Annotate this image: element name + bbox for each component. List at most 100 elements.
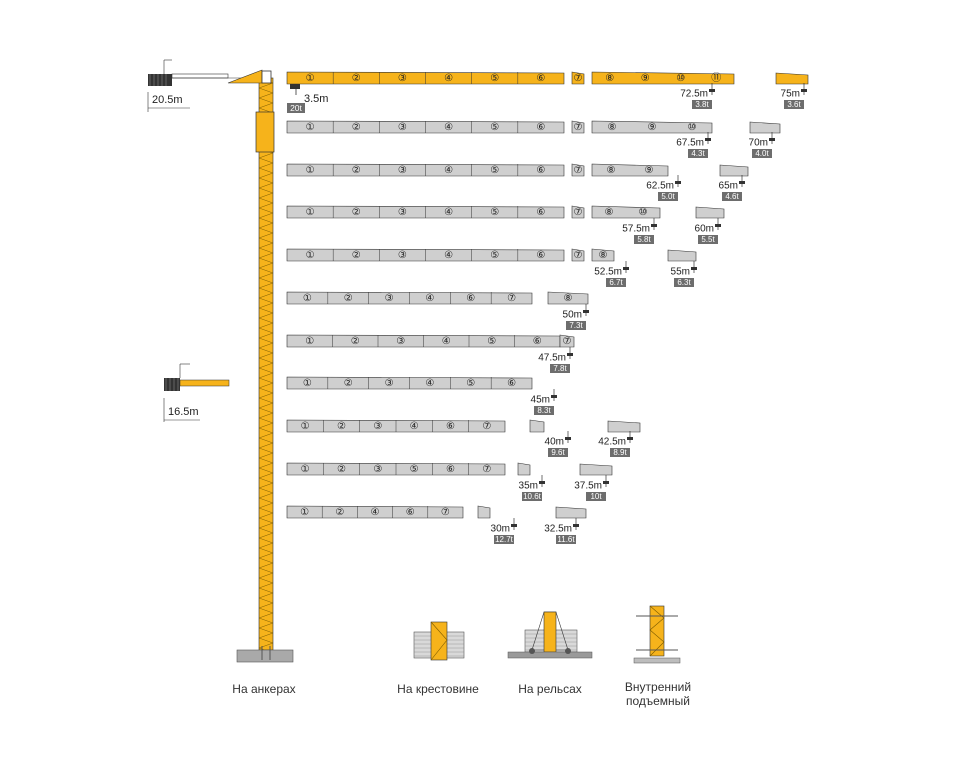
hook-block (769, 138, 775, 141)
hook-block (715, 224, 721, 227)
tip-load-value: 8.9t (613, 448, 627, 457)
tip-radius-label: 47.5m (538, 353, 566, 364)
tip-load-tag (698, 235, 718, 244)
tip-radius-label: 32.5m (544, 524, 572, 535)
jib-segment-number: ③ (398, 165, 407, 176)
base-caption-internal-climbing: Внутренний подъемный (624, 680, 692, 708)
tip-load-tag (586, 492, 606, 501)
jib-extension (591, 163, 669, 177)
counter-jib-chord (171, 73, 229, 79)
tip-load-tag (606, 278, 626, 287)
jib-segment-number: ⑦ (574, 165, 583, 176)
counter-jib-length-low: 16.5m (168, 406, 199, 418)
tip-load-value: 5.5t (701, 235, 715, 244)
tip-load-value: 4.0t (755, 149, 769, 158)
tip-load-tag (610, 448, 630, 457)
jib-segment-number: ⑤ (410, 464, 419, 475)
jib-segment-number: ④ (444, 207, 453, 218)
jib-extension (571, 71, 585, 85)
tip-load-tag (688, 149, 708, 158)
hook-block (705, 138, 711, 141)
tip-load-value: 5.0t (661, 192, 675, 201)
jib-segment-number: ⑦ (482, 464, 491, 475)
jib-extension (571, 205, 585, 219)
tip-load-value: 3.8t (695, 100, 709, 109)
jib-segment-number: ④ (444, 165, 453, 176)
jib-segment-number: ⑦ (507, 293, 516, 304)
tip-radius-label: 42.5m (598, 437, 626, 448)
tip-load-tag (556, 535, 576, 544)
jib-tip-piece (749, 121, 781, 134)
jib-extension (571, 248, 585, 262)
tip-load-value: 5.8t (637, 235, 651, 244)
tip-radius-label: 62.5m (646, 181, 674, 192)
hook-block (539, 481, 545, 484)
hook-block (651, 224, 657, 227)
tip-radius-label: 40m (545, 437, 564, 448)
jib-segment-number: ⑦ (563, 336, 572, 347)
tip-load-tag (658, 192, 678, 201)
jib-segment-number: ⑧ (599, 250, 608, 261)
jib-segment-number: ③ (396, 336, 405, 347)
counter-jib-low: 16.5m (163, 363, 230, 422)
internal-climbing-icon (633, 605, 681, 664)
tip-load-tag (634, 235, 654, 244)
tip-radius-label: 35m (519, 481, 538, 492)
jib-segment-number: ④ (444, 250, 453, 261)
tip-load-tag (534, 406, 554, 415)
jib-segment-number: ① (300, 507, 309, 518)
rail-track (507, 651, 593, 659)
tip-radius-label: 72.5m (680, 89, 708, 100)
tip-load-value: 8.3t (537, 406, 551, 415)
jib-segment-number: ① (306, 122, 315, 133)
jib-segment-number: ④ (444, 73, 453, 84)
tip-radius-label: 52.5m (594, 267, 622, 278)
jib-extension (571, 120, 585, 134)
jib-segment-number: ② (352, 73, 361, 84)
jib-segment-number: ① (306, 250, 315, 261)
jib-segment-number: ① (301, 421, 310, 432)
hook-block (801, 89, 807, 92)
jib-segment-number: ⑤ (490, 73, 499, 84)
jib-segment-number: ⑩ (676, 73, 685, 84)
tip-load-value: 6.3t (677, 278, 691, 287)
hook-block (573, 524, 579, 527)
tower-mast (236, 77, 294, 663)
hook-radius-label: 3.5m (304, 93, 328, 105)
tip-load-value: 6.7t (609, 278, 623, 287)
jib-segment-number: ② (344, 293, 353, 304)
jib-segment-number: ④ (442, 336, 451, 347)
tip-load-value: 4.3t (691, 149, 705, 158)
cross-base-icon (413, 621, 465, 661)
jib-segment-number: ① (306, 73, 315, 84)
jib-extension (591, 205, 661, 219)
tip-radius-label: 75m (781, 89, 800, 100)
jib-segment-number: ⑤ (466, 378, 475, 389)
cross-base-mast (430, 621, 448, 661)
tip-load-value: 10.6t (523, 492, 542, 501)
jib-segment-number: ⑧ (608, 122, 617, 133)
base-caption-anchors: На анкерах (232, 682, 296, 696)
tip-radius-label: 37.5m (574, 481, 602, 492)
jib-segment-number: ① (305, 336, 314, 347)
jib-extension (591, 120, 713, 134)
jib-segment-number: ⑥ (536, 122, 545, 133)
jib-segment-number: ⑩ (639, 207, 648, 218)
jib-segment-number: ⑥ (536, 250, 545, 261)
jib-segment-number: ⑦ (574, 250, 583, 261)
tip-radius-label: 57.5m (622, 224, 650, 235)
jib-segment-number: ⑦ (441, 507, 450, 518)
tip-radius-label: 45m (531, 395, 550, 406)
hook-block (567, 353, 573, 356)
jib-segment-number: ② (352, 165, 361, 176)
mast-top-section (255, 111, 275, 153)
tip-load-tag (548, 448, 568, 457)
jib-tip-piece (607, 420, 641, 433)
rail-base-mast (543, 611, 557, 653)
jib-segment-number: ⑥ (536, 165, 545, 176)
